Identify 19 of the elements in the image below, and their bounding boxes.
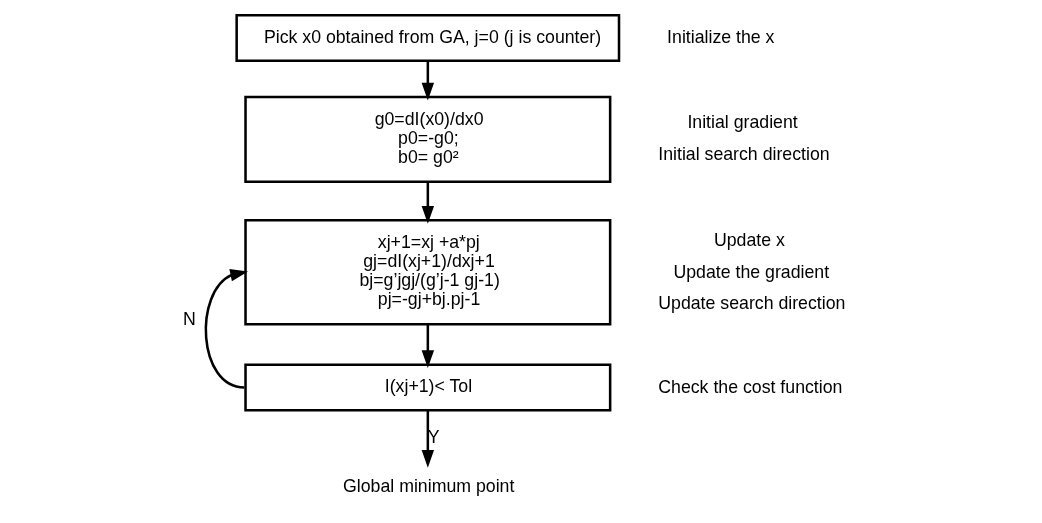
node-box: I(xj+1)< Tol	[244, 363, 612, 412]
node-label: Update x	[713, 229, 785, 250]
arrow	[421, 324, 435, 369]
node-label: Check the cost function	[658, 376, 843, 397]
node-label: Initialize the x	[667, 27, 775, 48]
edge-label: N	[183, 308, 196, 329]
node-box: xj+1=xj +a*pj gj=dI(xj+1)/dxj+1 bj=g’jgj/(g’j-1 gj-1) pj=-gj+bj.pj-1	[244, 219, 612, 326]
node-label: Update search direction	[658, 293, 846, 314]
node-text: Global minimum point	[343, 475, 515, 496]
arrow	[421, 181, 435, 224]
edge-label: Y	[427, 426, 440, 447]
node-label: Initial search direction	[658, 143, 830, 164]
arrow	[204, 269, 248, 389]
node-box: g0=dI(x0)/dx0 p0=-g0; b0= g0²	[244, 95, 612, 183]
node-label: Update the gradient	[673, 261, 830, 282]
node-label: Initial gradient	[687, 112, 798, 133]
node-box: Pick x0 obtained from GA, j=0 (j is counter)	[235, 14, 621, 63]
arrow	[421, 410, 435, 468]
arrow	[421, 61, 435, 101]
